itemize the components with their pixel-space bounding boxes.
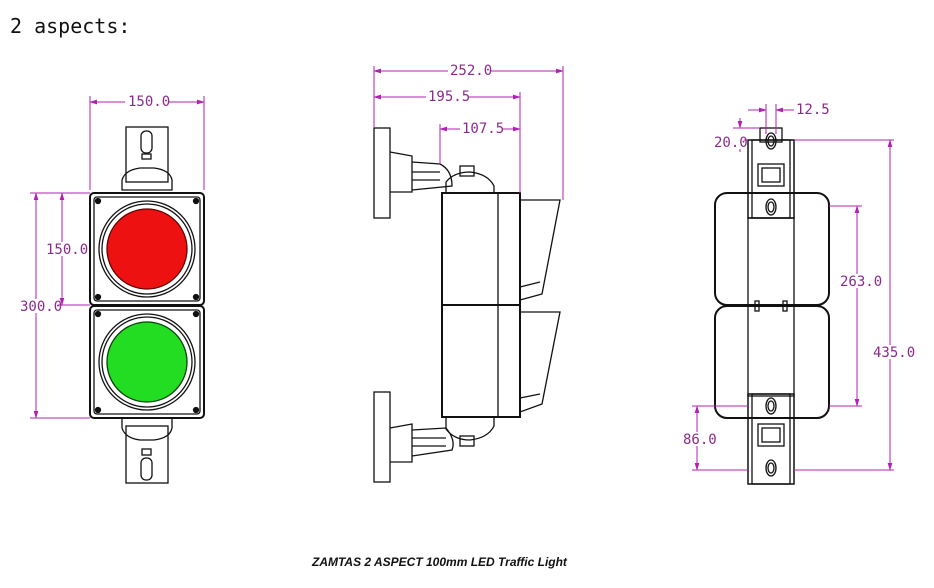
rear-housing-label: 263.0 bbox=[840, 274, 882, 290]
side-housing-depth-label: 107.5 bbox=[462, 121, 504, 137]
front-total-height-label: 300.0 bbox=[20, 299, 62, 315]
rear-slot-width-label: 12.5 bbox=[796, 102, 830, 118]
rear-bracket-label: 86.0 bbox=[683, 432, 717, 448]
rear-offset-label: 20.0 bbox=[714, 135, 748, 151]
front-view bbox=[89, 126, 205, 484]
side-body-depth-label: 195.5 bbox=[428, 89, 470, 105]
rear-view bbox=[714, 127, 830, 485]
red-lamp bbox=[106, 208, 188, 290]
side-view bbox=[373, 127, 561, 483]
top-bracket bbox=[121, 126, 173, 191]
side-depth-label: 252.0 bbox=[450, 63, 492, 79]
rear-total-label: 435.0 bbox=[873, 345, 915, 361]
green-lamp bbox=[106, 321, 188, 403]
page-heading: 2 aspects: bbox=[10, 14, 131, 38]
red-aspect bbox=[89, 192, 205, 306]
figure-caption: ZAMTAS 2 ASPECT 100mm LED Traffic Light bbox=[312, 555, 567, 569]
front-aspect-height-label: 150.0 bbox=[46, 242, 88, 258]
rear-dimensions bbox=[692, 104, 894, 471]
bottom-bracket bbox=[121, 417, 173, 484]
front-width-label: 150.0 bbox=[128, 94, 170, 110]
green-aspect bbox=[89, 305, 205, 419]
